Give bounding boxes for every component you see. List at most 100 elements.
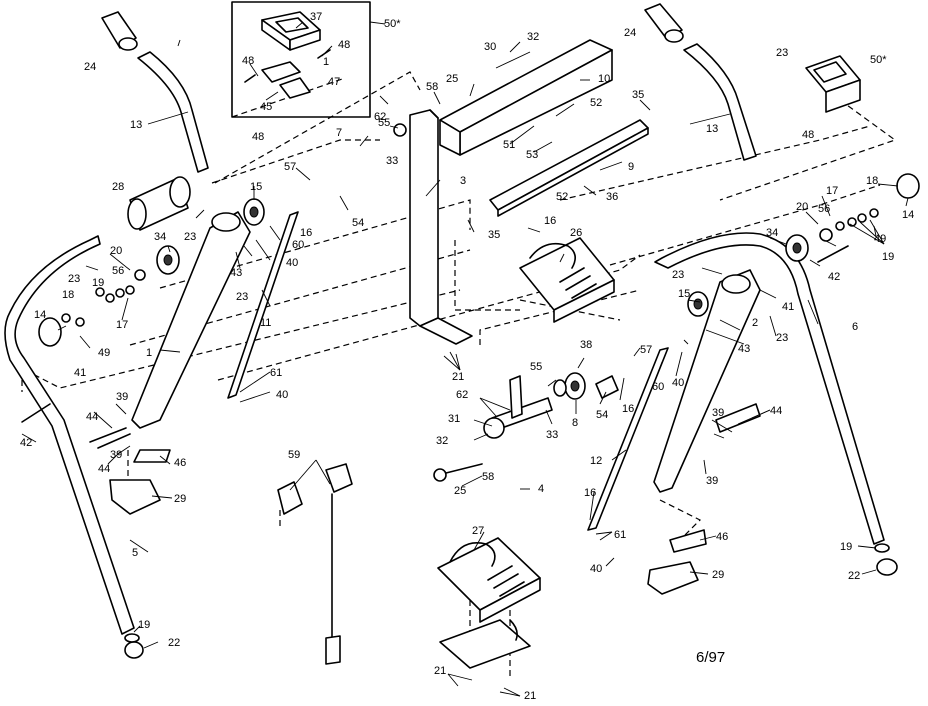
callout-43-left: 43 — [230, 267, 242, 279]
callout-1-inset: 1 — [323, 56, 329, 68]
callout-14-right: 14 — [902, 209, 914, 221]
callout-38: 38 — [580, 339, 592, 351]
callout-16-mid: 16 — [622, 403, 634, 415]
callout-55-lower: 55 — [530, 361, 542, 373]
callout-44-left-b: 44 — [98, 463, 110, 475]
callout-23-right-mid: 23 — [672, 269, 684, 281]
callout-23-left-low: 23 — [236, 291, 248, 303]
callout-16-upper: 16 — [300, 227, 312, 239]
date-code: 6/97 — [696, 649, 725, 666]
callout-21-upright: 21 — [452, 371, 464, 383]
callout-34-left: 34 — [154, 231, 166, 243]
callout-15-left: 15 — [250, 181, 262, 193]
callout-16-center: 16 — [544, 215, 556, 227]
callout-50-right: 50* — [870, 54, 887, 66]
callout-24-right: 24 — [624, 27, 636, 39]
roller-28 — [127, 176, 191, 231]
callout-21-bottom-right: 21 — [524, 690, 536, 702]
crossbar-9 — [489, 119, 649, 217]
callout-44-left-a: 44 — [86, 411, 98, 423]
callout-25-lower: 25 — [454, 485, 466, 497]
callout-50-inset: 50* — [384, 18, 401, 30]
pedal-parts-right — [647, 403, 761, 595]
callout-26: 26 — [570, 227, 582, 239]
left-leg-5 — [4, 235, 144, 659]
callout-60-upper: 60 — [292, 239, 304, 251]
leader-lines — [21, 21, 909, 697]
left-upper-handle — [101, 11, 209, 173]
callout-2: 2 — [752, 317, 758, 329]
callout-6: 6 — [852, 321, 858, 333]
link-11 — [227, 211, 299, 399]
callout-49-right: 49 — [874, 233, 886, 245]
left-arm-1 — [131, 211, 251, 429]
callout-56-right: 56 — [818, 203, 830, 215]
right-arm-2 — [653, 269, 761, 493]
callout-17-left: 17 — [116, 319, 128, 331]
callout-55-upper: 55 — [378, 117, 390, 129]
callout-23-right-low: 23 — [776, 332, 788, 344]
callout-21-bottom-left: 21 — [434, 665, 446, 677]
callout-33-lower: 33 — [546, 429, 558, 441]
callout-3: 3 — [460, 175, 466, 187]
callout-41-left: 41 — [74, 367, 86, 379]
callout-labels: 50* 50* 24 24 37 48 48 48 48 1 47 45 30 … — [20, 11, 914, 702]
center-crank — [433, 372, 619, 482]
callout-57-lower: 57 — [640, 344, 652, 356]
pedal-27 — [437, 537, 541, 669]
callout-5: 5 — [132, 547, 138, 559]
callout-27: 27 — [472, 525, 484, 537]
callout-56-left: 56 — [112, 265, 124, 277]
callout-4: 4 — [538, 483, 544, 495]
callout-23-right-top: 23 — [776, 47, 788, 59]
callout-18-right: 18 — [866, 175, 878, 187]
right-upper-handle — [644, 3, 757, 161]
link-12 — [587, 347, 669, 531]
callout-20-left: 20 — [110, 245, 122, 257]
callout-32-lower: 32 — [436, 435, 448, 447]
callout-48-inset-left: 48 — [242, 55, 254, 67]
callout-16-lower: 16 — [584, 487, 596, 499]
callout-23-left-top: 23 — [184, 231, 196, 243]
callout-1-arm: 1 — [146, 347, 152, 359]
callout-35-upper: 35 — [632, 89, 644, 101]
callout-19-left-foot: 19 — [138, 619, 150, 631]
wheel-34-left — [156, 245, 180, 275]
callout-42-left: 42 — [20, 437, 32, 449]
callout-22-left: 22 — [168, 637, 180, 649]
clip-59 — [277, 463, 353, 665]
callout-40-bottom: 40 — [590, 563, 602, 575]
callout-62-upper: 62 — [374, 111, 386, 123]
right-leg-6 — [654, 232, 898, 576]
callout-10: 10 — [598, 73, 610, 85]
callout-39-right-top: 39 — [712, 407, 724, 419]
callout-58-lower: 58 — [482, 471, 494, 483]
callout-40-right: 40 — [672, 377, 684, 389]
callout-19-right: 19 — [882, 251, 894, 263]
callout-32-upper: 32 — [527, 31, 539, 43]
callout-22-right: 22 — [848, 570, 860, 582]
upright-3 — [393, 109, 473, 345]
callout-25-upper: 25 — [446, 73, 458, 85]
callout-52-upper: 52 — [590, 97, 602, 109]
callout-57-upper: 57 — [284, 161, 296, 173]
callout-35-lower: 35 — [488, 229, 500, 241]
callout-51: 51 — [503, 139, 515, 151]
callout-59: 59 — [288, 449, 300, 461]
callout-48-inset-right: 48 — [338, 39, 350, 51]
callout-29-left: 29 — [174, 493, 186, 505]
callout-48-right: 48 — [802, 129, 814, 141]
pedal-26 — [519, 237, 615, 323]
callout-34-right: 34 — [766, 227, 778, 239]
callout-7: 7 — [336, 127, 342, 139]
callout-58-upper: 58 — [426, 81, 438, 93]
callout-8: 8 — [572, 417, 578, 429]
callout-36: 36 — [606, 191, 618, 203]
callout-15-right: 15 — [678, 288, 690, 300]
right-hub — [687, 173, 920, 317]
callout-17-right: 17 — [826, 185, 838, 197]
right-console — [805, 55, 861, 113]
callout-49-left: 49 — [98, 347, 110, 359]
